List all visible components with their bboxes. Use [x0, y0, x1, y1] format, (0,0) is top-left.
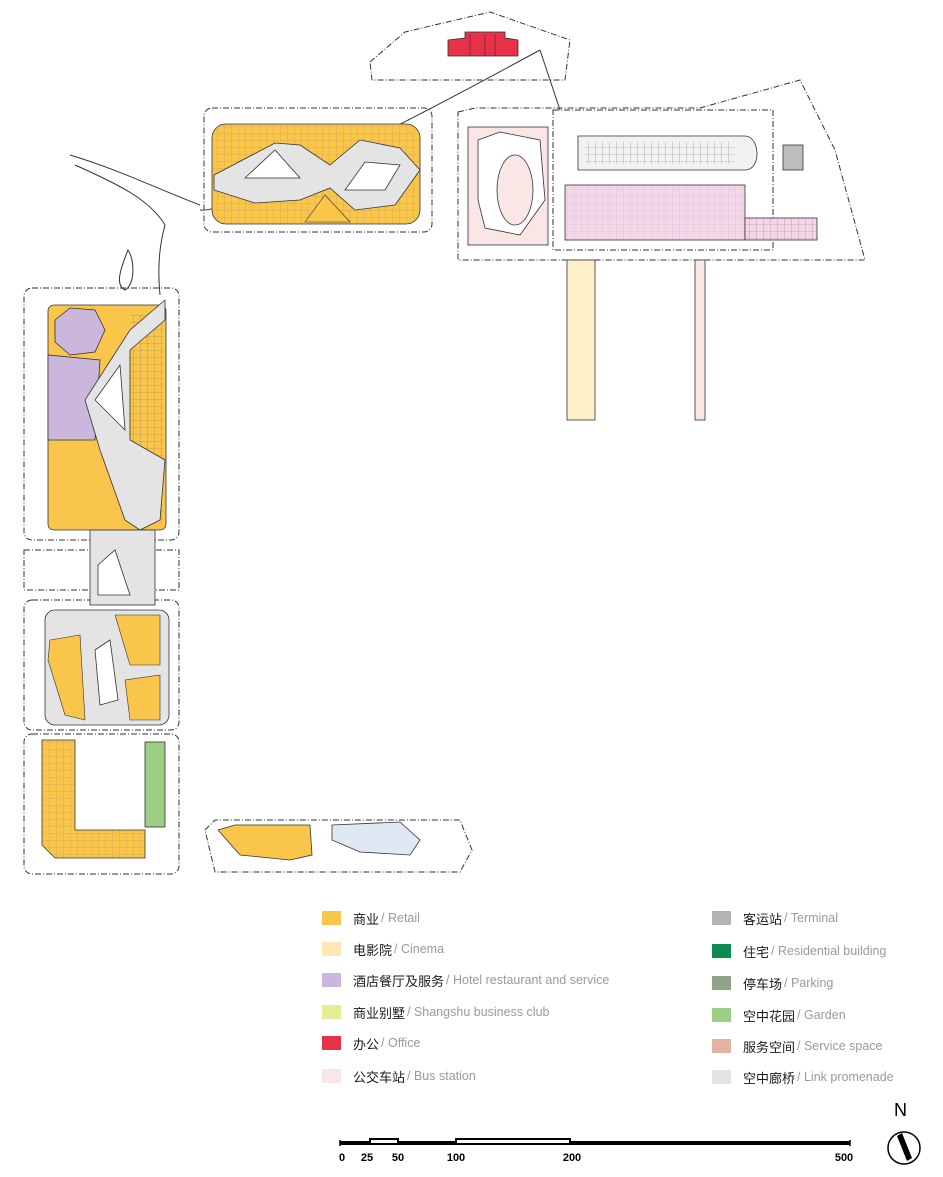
legend-label-en: / Garden — [797, 1008, 846, 1022]
legend-label-zh: 酒店餐厅及服务 — [353, 973, 445, 989]
legend-item-club: 商业别墅 / Shangshu business club — [322, 1002, 549, 1022]
legend-label-zh: 电影院 — [353, 942, 393, 958]
north-label: N — [894, 1100, 907, 1120]
legend-separator: / — [407, 1069, 414, 1083]
legend: 商业 / Retail 电影院 / Cinema 酒店餐厅及服务 / Hotel… — [0, 900, 943, 1100]
south-blocks — [217, 821, 421, 861]
legend-separator: / — [446, 973, 453, 987]
legend-separator: / — [784, 976, 791, 990]
legend-swatch — [322, 911, 341, 925]
legend-label-zh: 停车场 — [743, 976, 783, 992]
legend-item-cinema: 电影院 / Cinema — [322, 939, 444, 959]
legend-label-en: / Bus station — [407, 1069, 476, 1083]
legend-swatch — [322, 1069, 341, 1083]
office-block — [447, 31, 519, 57]
legend-label-en: / Parking — [784, 976, 833, 990]
legend-swatch — [712, 1070, 731, 1084]
legend-swatch — [322, 1005, 341, 1019]
compass-icon — [887, 1131, 921, 1165]
legend-label-en: / Hotel restaurant and service — [446, 973, 609, 987]
site-plan — [23, 11, 866, 875]
legend-item-bus-station: 公交车站 / Bus station — [322, 1066, 476, 1086]
legend-label-en: / Residential building — [771, 944, 886, 958]
legend-separator: / — [381, 911, 388, 925]
legend-label-en: / Link promenade — [797, 1070, 894, 1084]
scale-label-100: 100 — [446, 1152, 466, 1164]
legend-swatch — [712, 911, 731, 925]
legend-label-en-text: Shangshu business club — [413, 1005, 550, 1019]
legend-swatch — [322, 942, 341, 956]
bus-station-block — [467, 126, 549, 246]
legend-swatch — [322, 1036, 341, 1050]
legend-label-en: / Cinema — [394, 942, 444, 956]
legend-label-zh: 公交车站 — [353, 1069, 406, 1085]
legend-item-residential: 住宅 / Residential building — [712, 941, 886, 961]
legend-item-service: 服务空间 / Service space — [712, 1036, 882, 1056]
legend-swatch — [712, 1039, 731, 1053]
legend-label-zh: 商业别墅 — [353, 1005, 406, 1021]
retail-block-southwest — [44, 609, 170, 726]
legend-item-office: 办公 / Office — [322, 1033, 420, 1053]
legend-separator: / — [771, 944, 778, 958]
legend-separator: / — [797, 1039, 804, 1053]
north-arrow: N — [886, 1100, 936, 1175]
retail-block-south — [41, 739, 166, 859]
legend-item-hotel: 酒店餐厅及服务 / Hotel restaurant and service — [322, 970, 609, 990]
link-bridge — [89, 529, 156, 606]
legend-item-link: 空中廊桥 / Link promenade — [712, 1067, 894, 1087]
legend-label-en-text: Service space — [803, 1039, 883, 1053]
legend-separator: / — [797, 1070, 804, 1084]
legend-label-zh: 服务空间 — [743, 1039, 796, 1055]
scale-label-200: 200 — [562, 1152, 582, 1164]
scale-label-25: 25 — [360, 1152, 374, 1164]
scale-bar: 0 25 50 100 200 500 — [330, 1130, 870, 1170]
legend-label-en: / Terminal — [784, 911, 838, 925]
site-boundaries — [23, 11, 866, 875]
legend-label-en-text: Link promenade — [803, 1070, 894, 1084]
terminal-block — [564, 135, 818, 241]
retail-block-west — [47, 299, 167, 531]
scale-label-50: 50 — [391, 1152, 405, 1164]
legend-label-zh: 客运站 — [743, 911, 783, 927]
legend-swatch — [712, 976, 731, 990]
legend-label-en-text: Residential building — [777, 944, 887, 958]
legend-item-terminal: 客运站 / Terminal — [712, 908, 838, 928]
legend-separator: / — [784, 911, 791, 925]
scale-label-0: 0 — [338, 1152, 346, 1164]
legend-swatch — [712, 1008, 731, 1022]
legend-separator: / — [381, 1036, 388, 1050]
legend-separator: / — [797, 1008, 804, 1022]
legend-label-en-text: Parking — [790, 976, 834, 990]
legend-label-en-text: Bus station — [413, 1069, 476, 1083]
legend-label-en-text: Terminal — [790, 911, 838, 925]
retail-block-north — [211, 123, 421, 225]
legend-label-en-text: Retail — [387, 911, 420, 925]
legend-separator: / — [407, 1005, 414, 1019]
legend-label-en-text: Garden — [803, 1008, 846, 1022]
legend-label-en-text: Cinema — [400, 942, 445, 956]
legend-swatch — [712, 944, 731, 958]
legend-label-zh: 商业 — [353, 911, 380, 927]
cinema-pier — [566, 259, 596, 421]
legend-label-zh: 住宅 — [743, 944, 770, 960]
legend-label-en-text: Hotel restaurant and service — [452, 973, 610, 987]
legend-label-en: / Shangshu business club — [407, 1005, 549, 1019]
legend-item-garden: 空中花园 / Garden — [712, 1005, 846, 1025]
legend-label-en: / Retail — [381, 911, 420, 925]
bus-pier — [694, 259, 706, 421]
legend-label-en-text: Office — [387, 1036, 421, 1050]
legend-item-retail: 商业 / Retail — [322, 908, 420, 928]
scale-bar-graphic — [339, 1138, 851, 1146]
legend-label-zh: 空中廊桥 — [743, 1070, 796, 1086]
legend-swatch — [322, 973, 341, 987]
legend-label-zh: 空中花园 — [743, 1008, 796, 1024]
legend-label-zh: 办公 — [353, 1036, 380, 1052]
legend-item-parking: 停车场 / Parking — [712, 973, 833, 993]
legend-label-en: / Office — [381, 1036, 420, 1050]
scale-label-500: 500 — [834, 1152, 854, 1164]
legend-label-en: / Service space — [797, 1039, 882, 1053]
legend-separator: / — [394, 942, 401, 956]
